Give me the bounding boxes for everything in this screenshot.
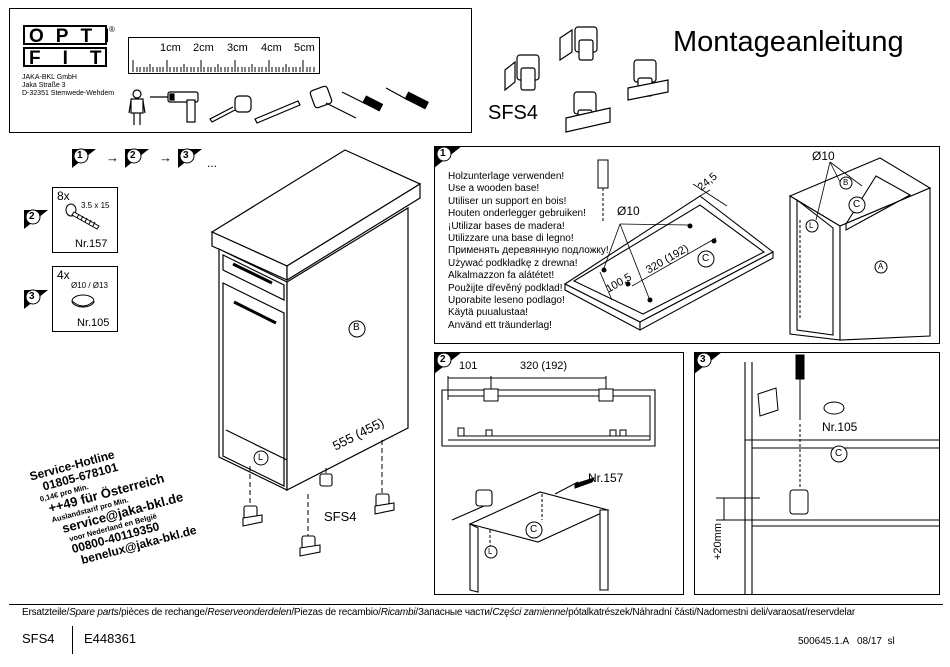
note-es: ¡Utilizar bases de madera! — [448, 220, 565, 232]
spare-parts-line: Ersatzteile/Spare parts/pièces de rechan… — [22, 607, 855, 618]
spare-parts-ru: /Запасные части/ — [415, 607, 493, 618]
ruler-label-5: 5cm — [294, 42, 315, 54]
logo-bottom-text: FIT — [23, 47, 107, 69]
spare-parts-rest: /pótalkatrészek/Náhradní části/Nadomestn… — [565, 607, 856, 618]
ruler-label-2: 2cm — [193, 42, 214, 54]
note-nl: Houten onderlegger gebruiken! — [448, 208, 586, 220]
logo-top-text: OPTI — [23, 25, 109, 47]
seq-step-3: 3 — [183, 150, 189, 161]
header-left-panel — [9, 8, 472, 133]
step1-right-c: C — [853, 199, 861, 210]
note-de: Holzunterlage verwenden! — [448, 171, 565, 182]
step1-number: 1 — [440, 148, 446, 159]
note-sv: Använd ett träunderlag! — [448, 319, 552, 331]
step3-dim: +20mm — [712, 523, 724, 560]
spare-parts-fr: /pièces de rechange/ — [118, 607, 208, 618]
company-street: Jaka Straße 3 — [22, 82, 66, 89]
screw-icon — [65, 203, 100, 230]
note-sl: Uporabite leseno podlago! — [448, 295, 565, 307]
cap-size: Ø10 / Ø13 — [71, 281, 108, 290]
step2-dim-101: 101 — [459, 360, 478, 372]
spare-parts-de: Ersatzteile/ — [22, 607, 70, 618]
note-en: Use a wooden base! — [448, 183, 540, 195]
screw-nr: Nr.157 — [75, 238, 108, 250]
spare-parts-es: /Piezas de recambio/ — [291, 607, 381, 618]
note-fi: Käytä puualustaa! — [448, 307, 529, 319]
step2-label-c: C — [530, 524, 538, 535]
screw-qty: 8x — [57, 189, 70, 203]
header-product-name: SFS4 — [488, 102, 539, 124]
ruler-ticks — [132, 60, 315, 72]
footer-product: SFS4 — [22, 631, 55, 646]
part-badge-screw-num: 2 — [29, 211, 35, 222]
step3-panel — [694, 352, 940, 595]
footer-divider — [9, 604, 943, 605]
step1-right-b: B — [843, 178, 849, 187]
optifit-logo: OPTI ® FIT — [23, 25, 118, 73]
note-pl: Używać podkładkę z drewna! — [448, 257, 578, 269]
note-cz: Použijte dřevěný podklad! — [448, 282, 563, 294]
step3-nr: Nr.105 — [822, 420, 858, 434]
part-badge-cap-num: 3 — [29, 291, 35, 302]
step1-right-a: A — [878, 262, 884, 271]
step1-right-diam: Ø10 — [812, 149, 835, 163]
company-address: JAKA-BKL GmbH Jaka Straße 3 D-32351 Stem… — [22, 74, 114, 98]
spare-parts-nl: Reserveonderdelen — [207, 607, 292, 618]
footer-code: E448361 — [84, 631, 137, 646]
note-it: Utilizzare una base di legno! — [448, 233, 574, 245]
foot-part-1 — [504, 54, 540, 92]
step2-label-l: L — [488, 547, 493, 556]
foot-part-4 — [627, 59, 669, 101]
seq-ellipsis: ... — [207, 156, 218, 170]
step2-number: 2 — [440, 354, 446, 365]
ruler-label-3: 3cm — [227, 42, 248, 54]
seq-step-1: 1 — [77, 150, 83, 161]
cap-qty: 4x — [57, 268, 70, 282]
company-name: JAKA-BKL GmbH — [22, 74, 77, 81]
seq-arrow-2: → — [159, 150, 172, 165]
step3-label-c: C — [835, 448, 843, 459]
seq-arrow-1: → — [106, 150, 119, 165]
page-title: Montageanleitung — [673, 26, 904, 58]
screw-size: 3.5 x 15 — [81, 201, 110, 210]
ruler-label-1: 1cm — [160, 42, 181, 54]
step3-number: 3 — [700, 354, 706, 365]
footer-vertical-divider — [72, 626, 73, 654]
ruler-label-4: 4cm — [261, 42, 282, 54]
step1-dim-diam: Ø10 — [617, 204, 640, 218]
part-box-cap: 4x Ø10 / Ø13 Nr.105 — [52, 266, 118, 332]
spare-parts-it: Ricambi — [380, 607, 416, 618]
foot-part-2 — [559, 26, 598, 62]
cabinet-label-b: B — [353, 322, 360, 333]
note-ru: Применять деревянную подложку! — [448, 245, 609, 257]
step1-right-l: L — [809, 221, 814, 230]
spare-parts-pl: Części zamienne — [492, 607, 566, 618]
company-city: D-32351 Stemwede-Wehdem — [22, 90, 115, 97]
step2-nr: Nr.157 — [588, 471, 624, 485]
cabinet-feet-label: SFS4 — [324, 509, 357, 524]
step2-panel — [434, 352, 684, 595]
note-hu: Alkalmazzon fa alátétet! — [448, 270, 555, 282]
logo-reg-mark: ® — [109, 25, 115, 34]
cap-icon — [71, 294, 95, 308]
step2-dim-320: 320 (192) — [520, 360, 568, 372]
seq-step-2: 2 — [130, 150, 136, 161]
note-fr: Utiliser un support en bois! — [448, 195, 567, 207]
cabinet-label-l: L — [258, 452, 264, 462]
ruler: 1cm 2cm 3cm 4cm 5cm — [128, 37, 320, 74]
footer-doc-ref: 500645.1.A 08/17 sl — [798, 636, 895, 647]
part-box-screw: 8x 3.5 x 15 Nr.157 — [52, 187, 118, 253]
foot-part-3 — [565, 91, 611, 133]
spare-parts-en: Spare parts — [69, 607, 119, 618]
step1-panel — [434, 146, 940, 344]
step1-notes: Holzunterlage verwenden! Use a wooden ba… — [448, 171, 609, 332]
step1-label-c: C — [702, 253, 710, 264]
cap-nr: Nr.105 — [77, 317, 110, 329]
